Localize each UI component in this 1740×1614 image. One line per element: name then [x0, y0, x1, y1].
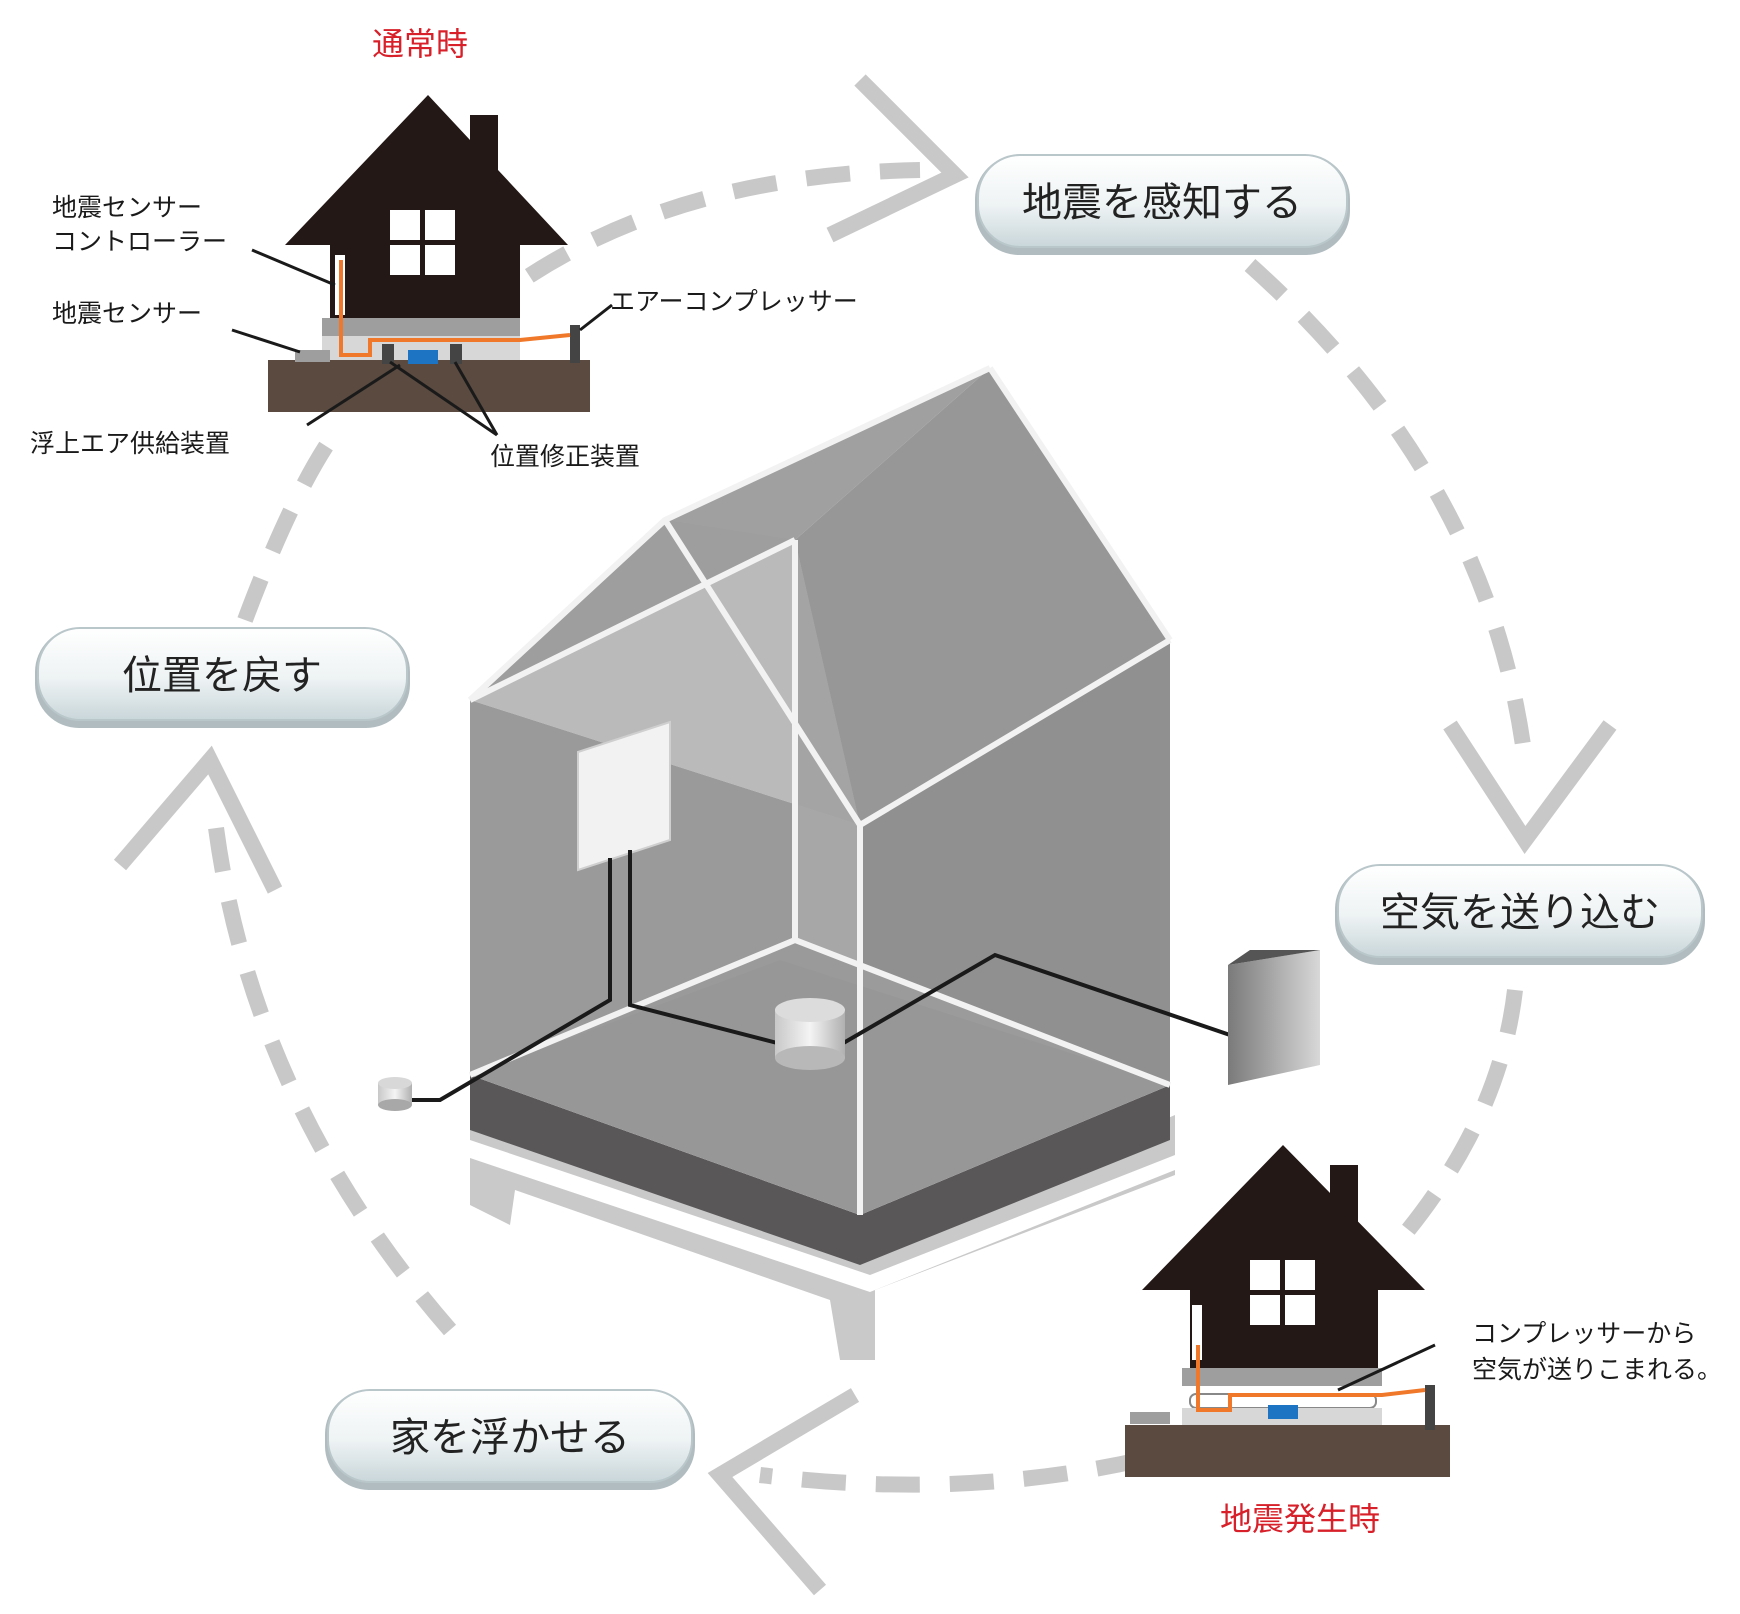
- quake-title: 地震発生時: [1220, 1500, 1380, 1538]
- normal-leader-lines: [231, 248, 613, 437]
- normal-house: [268, 95, 590, 412]
- arc-left: [207, 819, 457, 1336]
- step-float: 家を浮かせる: [325, 1389, 695, 1490]
- controller-panel: [577, 720, 671, 872]
- arrowhead-left: [113, 745, 283, 894]
- arc-right: [1244, 259, 1533, 761]
- arrowhead-right: [1443, 720, 1617, 855]
- label-position-fix: 位置修正装置: [490, 442, 640, 471]
- arc-left-upper: [237, 435, 337, 623]
- step-restore-label: 位置を戻す: [122, 653, 322, 699]
- arrowhead-bottom: [707, 1388, 860, 1596]
- quake-house: [1125, 1145, 1450, 1477]
- arrowhead-top: [826, 74, 969, 243]
- air-compressor-box: [1228, 950, 1320, 1085]
- normal-title: 通常時: [372, 25, 468, 63]
- normal-house-window: [390, 210, 455, 275]
- step-send-air-label: 空気を送り込む: [1380, 890, 1660, 936]
- step-send-air: 空気を送り込む: [1335, 864, 1705, 965]
- air-supply-cylinder: [775, 998, 845, 1070]
- quake-ground: [1125, 1425, 1450, 1477]
- arrow-heads: [113, 74, 1617, 1596]
- quake-house-body: [1142, 1145, 1425, 1370]
- house-left-wall: [470, 700, 860, 1215]
- quake-house-window: [1250, 1260, 1315, 1325]
- label-sensor-controller-line2: コントローラー: [52, 227, 227, 256]
- normal-ground: [268, 360, 590, 412]
- normal-orange-pipe: [339, 260, 571, 357]
- center-house: [378, 365, 1320, 1360]
- quake-orange-pipe: [1196, 1345, 1426, 1412]
- normal-house-body: [285, 95, 568, 320]
- step-float-label: 家を浮かせる: [390, 1415, 630, 1461]
- step-detect: 地震を感知する: [975, 154, 1350, 255]
- quake-note-line1: コンプレッサーから: [1472, 1319, 1696, 1348]
- quake-note-line2: 空気が送りこまれる。: [1472, 1355, 1722, 1384]
- label-compressor: エアーコンプレッサー: [610, 287, 858, 316]
- arc-bottom: [759, 1452, 1142, 1493]
- label-sensor: 地震センサー: [52, 299, 202, 328]
- quake-air-supply-device: [1268, 1405, 1298, 1419]
- step-restore: 位置を戻す: [35, 627, 410, 728]
- earthquake-sensor: [378, 1077, 412, 1111]
- house-foundation-slab: [470, 1075, 1170, 1265]
- house-right-wall: [860, 640, 1170, 1215]
- step-detect-label: 地震を感知する: [1022, 180, 1302, 226]
- normal-air-supply-device: [408, 350, 438, 364]
- cycle-arrows: [207, 162, 1533, 1493]
- label-air-supply: 浮上エア供給装置: [30, 429, 230, 458]
- label-sensor-controller-line1: 地震センサー: [52, 193, 202, 222]
- house-roof-right: [795, 368, 1170, 825]
- arc-top: [464, 162, 921, 327]
- arc-right-lower: [1393, 989, 1523, 1246]
